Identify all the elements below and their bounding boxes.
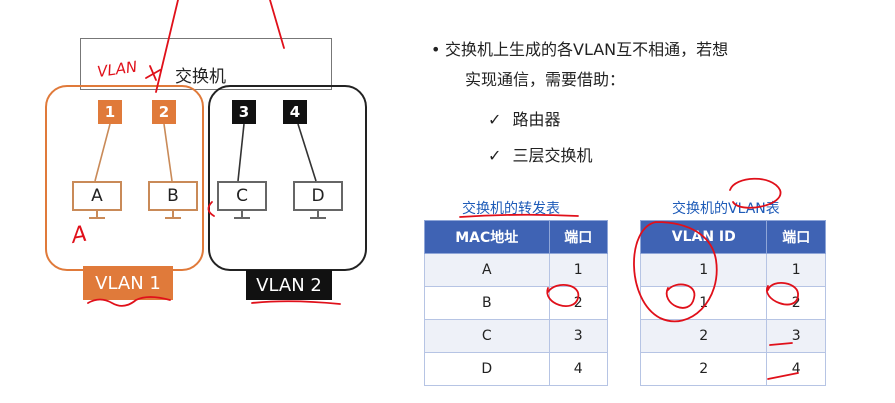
red-handwriting: VLAN A (68, 58, 139, 250)
forward-table-header-port: 端口 (548, 220, 609, 254)
red-underline-3 (769, 342, 793, 346)
table-row: A 1 (424, 253, 609, 287)
red-title-underline (459, 213, 579, 218)
cable-b (163, 123, 173, 182)
cable-d (297, 123, 317, 182)
vlan-table-header-port: 端口 (766, 220, 826, 254)
red-vlan2-underline (251, 300, 341, 305)
sub-item-l3switch-label: 三层交换机 (512, 146, 593, 165)
red-circle-vlan-2 (765, 282, 799, 306)
table-row: D 4 (424, 352, 609, 386)
sub-item-l3switch: ✓ 三层交换机 (488, 142, 593, 166)
table-cell: 1 (639, 253, 768, 287)
check-icon: ✓ (488, 146, 502, 165)
computer-b-stand (172, 211, 174, 217)
red-top-line-right (269, 0, 285, 49)
computer-d-stand (317, 211, 319, 217)
red-circle-fwd-2 (546, 284, 580, 307)
sub-item-router: ✓ 路由器 (488, 106, 561, 130)
table-cell: 1 (766, 253, 826, 287)
forward-table-header-mac: MAC地址 (424, 220, 550, 254)
table-cell: 2 (639, 352, 768, 386)
vlan1-badge: VLAN 1 (83, 266, 173, 300)
table-cell: 3 (766, 319, 826, 353)
port-4: 4 (283, 100, 307, 124)
bullet-line-2: 实现通信，需要借助： (465, 70, 626, 89)
port-3: 3 (232, 100, 256, 124)
red-circle-row2-id (665, 283, 696, 309)
vlan-table-title: 交换机的VLAN表 (672, 201, 780, 217)
cable-c (237, 123, 245, 182)
bullet-dot: • (431, 40, 441, 59)
computer-d-base (310, 217, 326, 219)
red-bracket-c (207, 201, 215, 217)
computer-c-base (234, 217, 250, 219)
cable-a (94, 123, 111, 182)
table-row: 2 3 (639, 319, 826, 353)
port-2: 2 (152, 100, 176, 124)
table-cell: 1 (639, 286, 768, 320)
table-row: 1 2 (639, 286, 826, 320)
computer-a-stand (96, 211, 98, 217)
red-vlan-arrow (145, 65, 161, 81)
bullet-line-1: 交换机上生成的各VLAN互不相通，若想 (445, 40, 729, 59)
table-row: C 3 (424, 319, 609, 353)
red-vlan1-squiggle (87, 296, 171, 307)
table-cell: 4 (766, 352, 826, 386)
port-1: 1 (98, 100, 122, 124)
computer-b-base (165, 217, 181, 219)
computer-b: B (148, 181, 198, 211)
vlan2-badge: VLAN 2 (246, 270, 332, 300)
red-handwritten-a: A (68, 222, 89, 250)
table-cell: 2 (766, 286, 826, 320)
red-column-oval (633, 221, 718, 323)
table-cell: D (424, 352, 550, 386)
switch-label: 交换机 (175, 67, 226, 87)
sub-item-router-label: 路由器 (512, 110, 561, 129)
forward-table-title: 交换机的转发表 (462, 201, 560, 217)
computer-c: C (217, 181, 267, 211)
check-icon: ✓ (488, 110, 502, 129)
computer-a-base (89, 217, 105, 219)
table-cell: 1 (548, 253, 609, 287)
red-title-circle (729, 177, 782, 209)
red-pen-strokes (87, 0, 799, 380)
cable-group (94, 123, 317, 182)
computer-c-stand (241, 211, 243, 217)
table-row: 2 4 (639, 352, 826, 386)
red-top-line-left (155, 0, 179, 93)
table-cell: 4 (548, 352, 609, 386)
red-handwritten-vlan: VLAN (96, 58, 138, 81)
table-cell: 3 (548, 319, 609, 353)
switch-box (80, 38, 332, 90)
table-row: 1 1 (639, 253, 826, 287)
computer-d: D (293, 181, 343, 211)
bullet-main: • 交换机上生成的各VLAN互不相通，若想 (431, 34, 729, 66)
red-underline-4 (767, 372, 799, 380)
table-cell: C (424, 319, 550, 353)
computer-a: A (72, 181, 122, 211)
forward-table: MAC地址 端口 A 1 B 2 C 3 D 4 (424, 220, 609, 386)
